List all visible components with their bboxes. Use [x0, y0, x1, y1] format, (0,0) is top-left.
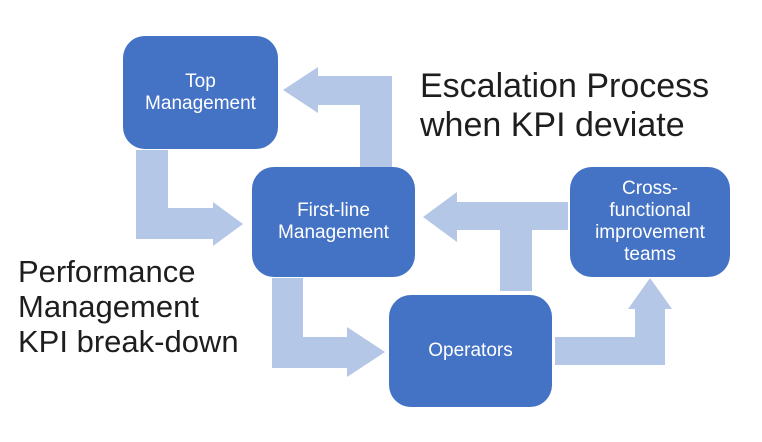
arrow-operators-to-cross-functional — [555, 278, 672, 365]
box-label-line: teams — [624, 244, 676, 265]
caption-line: KPI break-down — [18, 324, 239, 359]
caption-line: Escalation Process — [420, 67, 710, 105]
box-label-line: First-line — [297, 200, 370, 221]
box-label-line: improvement — [595, 222, 705, 243]
box-label-line: Management — [145, 92, 256, 114]
arrow-cross-functional-to-first-line — [423, 192, 568, 291]
box-label-line: Operators — [428, 340, 513, 361]
box-label-line: Cross- — [622, 178, 678, 199]
box-cross-functional-improvement-teams: Cross- functional improvement teams — [570, 167, 730, 277]
box-label-line: Top — [185, 70, 216, 92]
arrow-first-line-to-top-management — [283, 67, 392, 167]
arrow-top-management-to-first-line — [136, 150, 243, 246]
caption-performance-management: Performance Management KPI break-down — [18, 254, 239, 359]
caption-line: Management — [18, 289, 199, 324]
box-label-line: Management — [278, 222, 389, 243]
arrow-first-line-to-operators — [272, 278, 385, 377]
caption-line: Performance — [18, 254, 196, 289]
box-label-line: functional — [609, 200, 691, 221]
caption-line: when KPI deviate — [420, 106, 685, 144]
box-first-line-management: First-line Management — [252, 167, 415, 277]
box-top-management: Top Management — [123, 36, 278, 149]
box-operators: Operators — [389, 295, 552, 407]
caption-escalation-process: Escalation Process when KPI deviate — [420, 67, 709, 145]
